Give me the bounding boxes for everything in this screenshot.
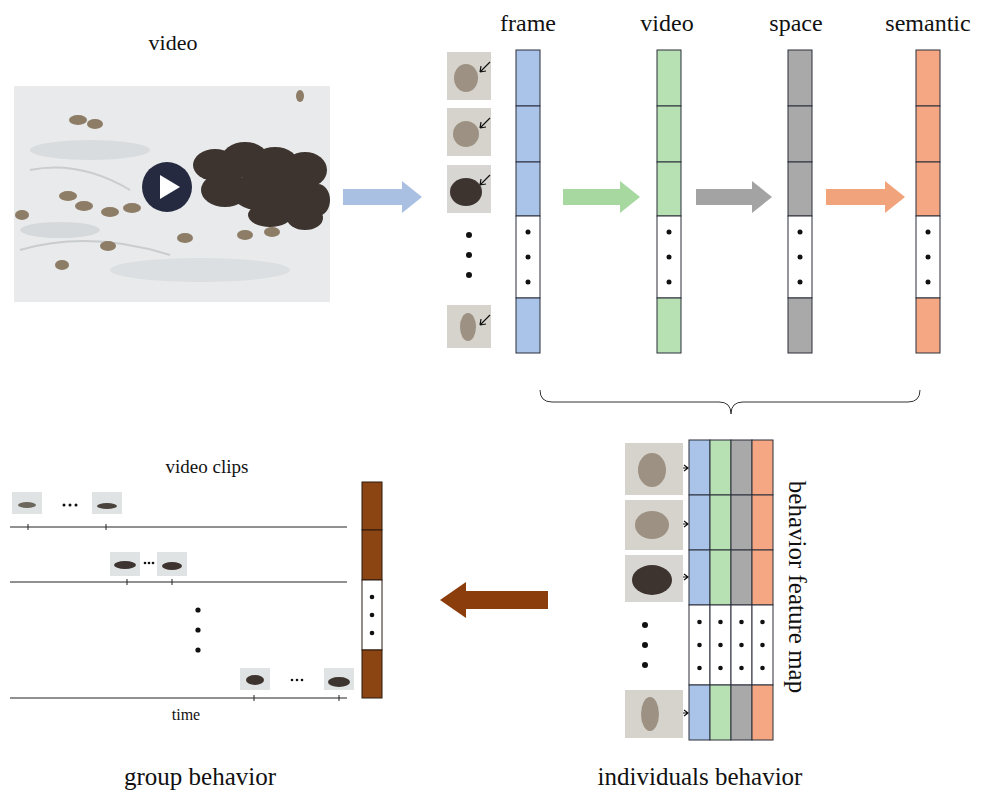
frame-features: frame <box>445 50 540 353</box>
flow-arrow <box>343 181 422 213</box>
column-heading: video <box>640 10 693 38</box>
feature-map-thumbnails <box>625 443 688 738</box>
group-feature-column <box>362 482 382 698</box>
behavior-feature-map: behavior feature mapindividuals behavior <box>622 440 775 740</box>
panel-caption: individuals behavior <box>598 763 803 792</box>
bracket <box>540 390 920 414</box>
semantic-features: semantic <box>916 50 940 353</box>
column-heading: semantic <box>885 10 970 38</box>
flow-arrow <box>440 582 548 618</box>
axis-label: time <box>172 706 200 724</box>
column-heading: frame <box>500 10 556 38</box>
column-heading: space <box>769 10 822 38</box>
panel-caption: group behavior <box>124 763 276 792</box>
vertical-label: behavior feature map <box>783 481 812 693</box>
feature-columns <box>516 50 940 353</box>
flow-arrow <box>696 181 772 213</box>
video-still <box>14 86 330 302</box>
panel-heading: video clips <box>166 456 249 478</box>
video-still: video <box>14 86 330 302</box>
flow-arrow <box>563 181 640 213</box>
node-heading: video <box>149 30 198 55</box>
space-features: space <box>788 50 812 353</box>
clip-timeline <box>10 492 354 701</box>
flow-arrow <box>826 181 905 213</box>
behavior-feature-grid <box>689 440 773 740</box>
video-features: video <box>657 50 681 353</box>
group-behavior-panel: video clipstimegroup behavior <box>8 455 385 700</box>
frame-thumbnails <box>447 52 491 348</box>
